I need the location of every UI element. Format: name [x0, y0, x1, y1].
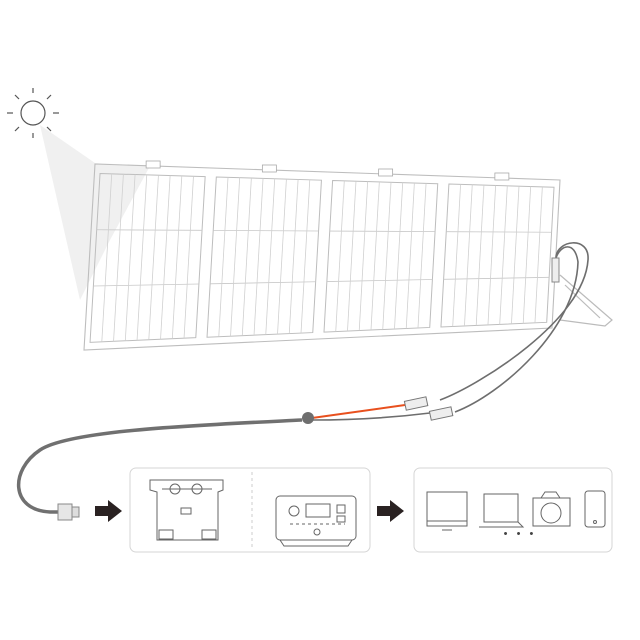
panel-cell-strip	[218, 177, 229, 337]
camera-icon	[532, 491, 571, 527]
panel-cell-strip	[347, 181, 357, 332]
panel-cell-strip	[300, 179, 311, 334]
panel-row-divider	[443, 276, 550, 280]
power-station-icon	[149, 479, 224, 541]
panel-cell-strip	[183, 176, 194, 339]
laptop-icon	[479, 493, 525, 528]
panel-cell-strip	[101, 173, 113, 342]
output-connector	[57, 503, 73, 521]
panel-cell-strip	[534, 186, 543, 323]
panel-cell-strip	[405, 182, 415, 329]
panel-cell-strip	[358, 181, 369, 331]
panel-cell-strip	[136, 174, 148, 341]
panel-cell-strip	[522, 186, 532, 324]
power-station-box	[129, 467, 371, 553]
sunlight-beam	[40, 125, 150, 300]
panel-cell-strip	[230, 177, 241, 337]
panel-cell-strip	[148, 175, 159, 340]
panel-cell-strip	[171, 175, 183, 339]
cable-junction	[302, 412, 314, 424]
panel-cell-strip	[241, 178, 252, 336]
panel-cell-strip	[499, 185, 508, 325]
panel-row-divider	[93, 283, 199, 287]
phone-icon	[584, 490, 606, 528]
solar-panel	[83, 160, 561, 351]
inline-fuse	[551, 257, 560, 283]
cable-negative	[454, 246, 579, 413]
sun-icon	[7, 88, 59, 138]
panel-section	[323, 180, 439, 333]
panel-cell-strip	[335, 180, 345, 332]
panel-cell-strip	[475, 185, 485, 326]
panel-row-divider	[96, 229, 203, 231]
panel-section	[206, 176, 322, 338]
panel-cell-strip	[511, 186, 520, 324]
panel-kickstand	[559, 274, 613, 327]
panel-cell-strip	[370, 181, 380, 331]
panel-row-divider	[326, 279, 433, 282]
panel-cell-strip	[277, 179, 287, 335]
panel-row-divider	[446, 231, 552, 233]
panel-handle	[145, 160, 161, 169]
mc4-connector	[403, 396, 454, 421]
arrow-right-icon	[377, 500, 404, 522]
monitor-icon	[426, 491, 468, 531]
panel-cell-strip	[253, 178, 264, 336]
main-cable	[16, 418, 303, 514]
panel-cell-strip	[382, 182, 392, 330]
more-devices-ellipsis: • • •	[503, 528, 537, 540]
panel-row-divider	[210, 281, 316, 285]
panel-row-divider	[329, 230, 436, 233]
panel-row-divider	[213, 229, 319, 232]
panel-cell-strip	[160, 175, 171, 340]
panel-cell-strip	[288, 179, 299, 334]
panel-handle	[378, 168, 394, 177]
panel-cell-strip	[265, 178, 276, 335]
panel-cell-strip	[113, 174, 124, 342]
panel-cables	[16, 242, 589, 521]
portable-power-station-icon	[275, 495, 357, 547]
cable-gray-segment	[311, 412, 431, 421]
panel-cell-strip	[452, 184, 461, 327]
arrow-right-icon	[95, 500, 122, 522]
cable-positive	[439, 242, 589, 401]
panel-cell-strip	[124, 174, 136, 341]
panel-outline	[83, 163, 561, 351]
panel-handle	[494, 172, 510, 181]
panel-cell-strip	[417, 183, 427, 328]
panel-handle	[261, 164, 277, 173]
panel-cell-strip	[394, 182, 404, 330]
panel-section	[440, 183, 555, 328]
panel-cell-strip	[487, 185, 497, 325]
cable-red-segment	[311, 404, 406, 419]
panel-cell-strip	[464, 184, 473, 326]
devices-box	[413, 467, 613, 553]
